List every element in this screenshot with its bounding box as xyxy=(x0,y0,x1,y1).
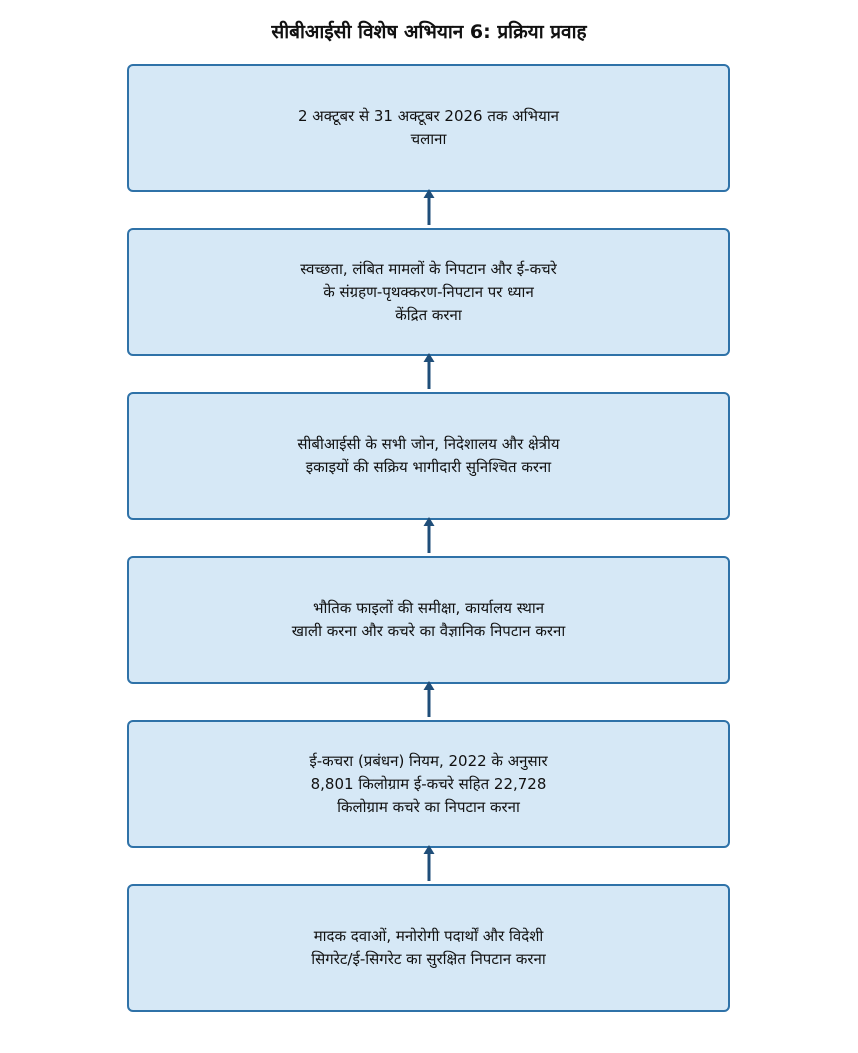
flow-arrow xyxy=(423,681,435,717)
step-label: ई-कचरा (प्रबंधन) नियम, 2022 के अनुसार 8,… xyxy=(309,751,548,816)
process-step-1: 2 अक्टूबर से 31 अक्टूबर 2026 तक अभियान च… xyxy=(127,64,730,192)
flow-arrow xyxy=(423,353,435,389)
process-step-5: ई-कचरा (प्रबंधन) नियम, 2022 के अनुसार 8,… xyxy=(127,720,730,848)
diagram-title: सीबीआईसी विशेष अभियान 6: प्रक्रिया प्रवा… xyxy=(271,21,587,43)
step-label: सीबीआईसी के सभी जोन, निदेशालय और क्षेत्र… xyxy=(297,435,560,476)
step-label: 2 अक्टूबर से 31 अक्टूबर 2026 तक अभियान च… xyxy=(298,107,559,148)
process-step-4: भौतिक फाइलों की समीक्षा, कार्यालय स्थान … xyxy=(127,556,730,684)
process-step-6: मादक दवाओं, मनोरोगी पदार्थों और विदेशी स… xyxy=(127,884,730,1012)
process-step-3: सीबीआईसी के सभी जोन, निदेशालय और क्षेत्र… xyxy=(127,392,730,520)
flow-arrow xyxy=(423,189,435,225)
process-step-2: स्वच्छता, लंबित मामलों के निपटान और ई-कच… xyxy=(127,228,730,356)
step-label: मादक दवाओं, मनोरोगी पदार्थों और विदेशी स… xyxy=(311,927,546,968)
flow-arrow xyxy=(423,845,435,881)
flow-arrow xyxy=(423,517,435,553)
step-label: भौतिक फाइलों की समीक्षा, कार्यालय स्थान … xyxy=(291,599,566,640)
step-label: स्वच्छता, लंबित मामलों के निपटान और ई-कच… xyxy=(300,259,557,324)
